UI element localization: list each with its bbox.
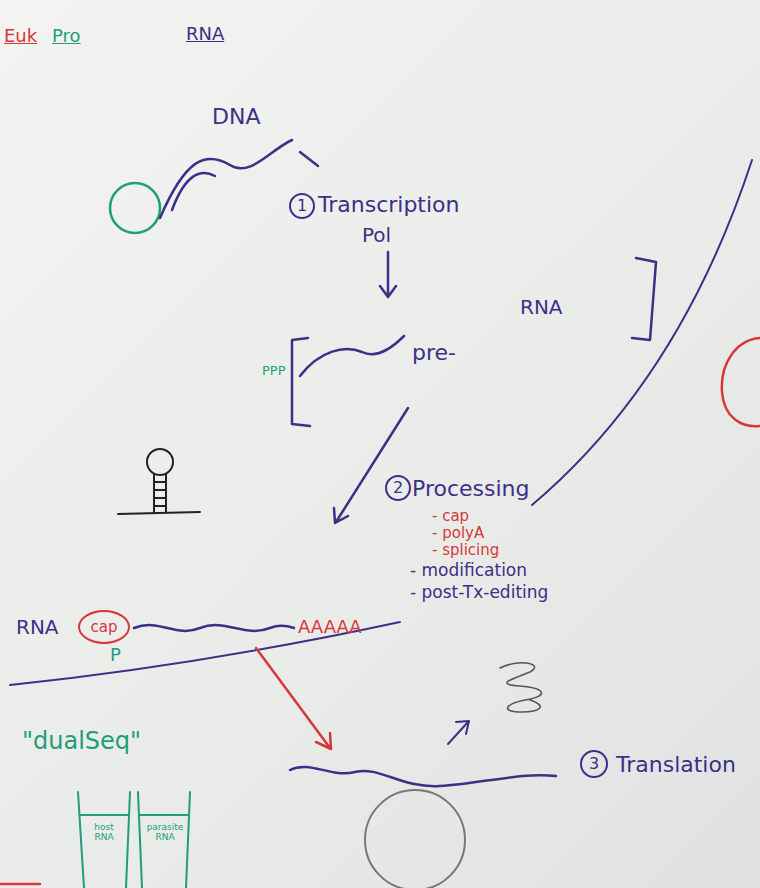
partial-circle (722, 338, 760, 426)
dna-strand (160, 140, 292, 218)
rna-strand (134, 625, 294, 631)
node-text: 1 (297, 197, 307, 215)
label-text: PPP (262, 364, 286, 379)
mark (0, 883, 40, 886)
beaker (138, 792, 190, 888)
beaker-label: parasite RNA (144, 822, 186, 843)
arrow (448, 721, 469, 744)
arrow (334, 408, 408, 523)
hairpin (118, 449, 200, 514)
boundary-arc (532, 160, 752, 505)
method-name: "dualSeq" (22, 728, 141, 756)
beaker (78, 792, 130, 888)
list-item: - polyA (432, 525, 484, 542)
step-number: 3 (580, 750, 608, 778)
list-item: - splicing (432, 542, 499, 559)
dna-mark (300, 152, 318, 166)
cap-circle: cap (78, 610, 130, 644)
label-text: pre- (412, 340, 456, 365)
step-label: Transcription (318, 192, 460, 217)
step-number: 1 (289, 193, 315, 219)
node-text: cap (91, 619, 118, 636)
plasmid-circle (110, 183, 160, 233)
arrow (380, 252, 396, 297)
label-text: DNA (212, 104, 260, 129)
pre-rna-strand (300, 336, 404, 376)
beaker-label: host RNA (84, 822, 124, 843)
step-label: Translation (616, 752, 736, 777)
list-item: - cap (432, 508, 469, 525)
dna-strand (172, 173, 215, 210)
protein-squiggle (500, 663, 541, 712)
column-heading: Euk (4, 26, 37, 47)
arrow (256, 648, 331, 749)
bracket (632, 258, 656, 340)
label-text: RNA (16, 616, 59, 639)
list-item: - modification (410, 561, 527, 581)
mrna-strand (290, 767, 556, 786)
ribosome (365, 790, 465, 888)
label-text: RNA (520, 296, 563, 319)
column-heading: Pro (52, 26, 81, 47)
column-heading: RNA (186, 24, 224, 45)
bracket (292, 338, 310, 426)
list-item: - post-Tx-editing (410, 583, 548, 603)
node-text: 3 (589, 755, 599, 773)
step-number: 2 (385, 475, 411, 501)
step-label: Processing (412, 476, 529, 501)
label-text: Pol (362, 224, 391, 247)
node-text: 2 (393, 479, 403, 497)
label-text: AAAAA (298, 617, 362, 638)
label-text: P (110, 645, 121, 666)
